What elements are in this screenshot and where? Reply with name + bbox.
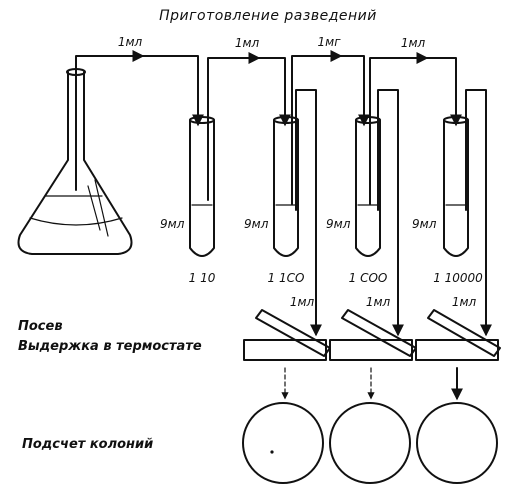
test-tube-4	[443, 116, 469, 257]
transfer-lines	[75, 50, 462, 205]
tube-dilution-3: 1 СОО	[349, 271, 388, 285]
plating-lines	[295, 89, 492, 337]
tube-dilution-2: 1 1СО	[268, 271, 305, 285]
transfer-label-2: 1мл	[235, 36, 260, 50]
step-plating: Посев	[18, 319, 63, 334]
test-tube-1	[189, 116, 215, 257]
tube-volume-1: 9мл	[160, 217, 185, 231]
colony-dot	[270, 450, 274, 454]
petri-dish-1	[243, 309, 331, 361]
colony-plate-1	[242, 402, 324, 484]
tube-volume-2: 9мл	[244, 217, 269, 231]
tube-dilution-4: 1 10000	[433, 271, 483, 285]
plating-label-3: 1мл	[452, 295, 477, 309]
tube-volume-4: 9мл	[412, 217, 437, 231]
transfer-label-3: 1мг	[318, 35, 342, 49]
plating-label-2: 1мл	[366, 295, 391, 309]
petri-dish-3	[415, 309, 501, 361]
colony-plate-3	[416, 402, 498, 484]
flask	[17, 68, 133, 255]
colony-plate-2	[329, 402, 411, 484]
petri-dish-2	[329, 309, 417, 361]
tube-dilution-1: 1 10	[189, 271, 216, 285]
transfer-label-1: 1мл	[118, 35, 143, 49]
step-incubation: Выдержка в термостате	[18, 339, 202, 354]
tube-volume-3: 9мл	[326, 217, 351, 231]
plating-label-1: 1мл	[290, 295, 315, 309]
diagram-title: Приготовление разведений	[159, 8, 377, 24]
incubation-arrows	[281, 367, 463, 401]
transfer-label-4: 1мл	[401, 36, 426, 50]
test-tube-2	[273, 116, 299, 257]
step-counting: Подсчет колоний	[22, 437, 153, 452]
test-tube-3	[355, 116, 381, 257]
